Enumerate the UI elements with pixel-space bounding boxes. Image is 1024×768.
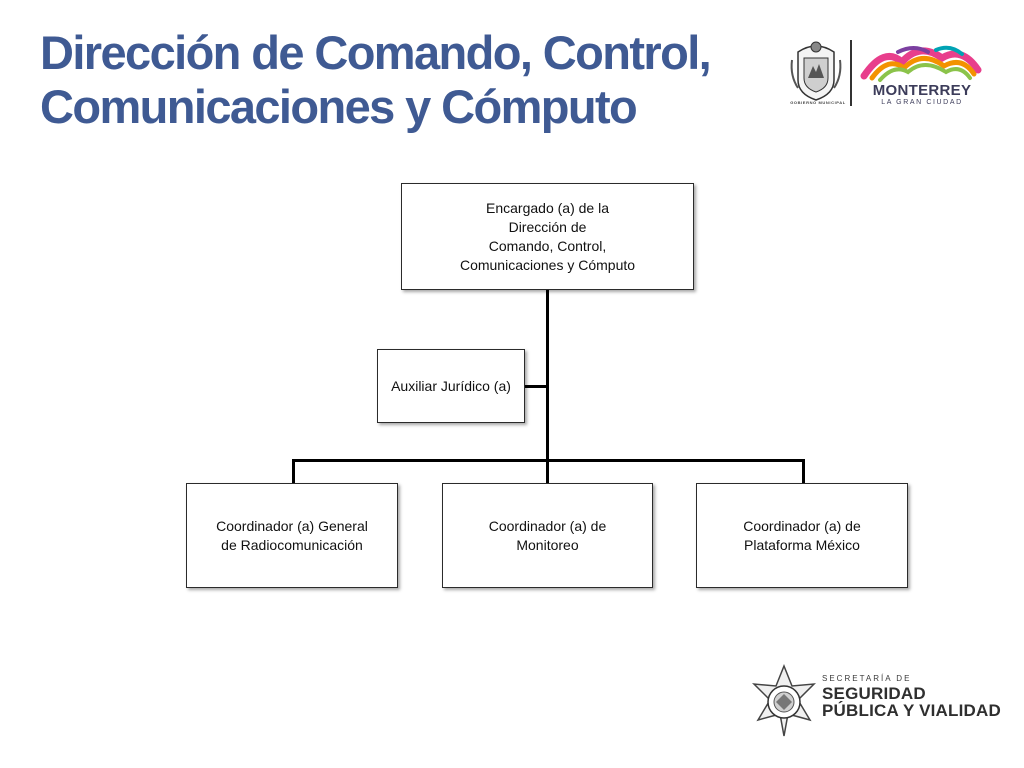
org-box-head: Encargado (a) de la Dirección de Comando… [401, 183, 694, 290]
org-box-head-label: Encargado (a) de la Dirección de Comando… [459, 199, 636, 273]
monterrey-mountains-icon [860, 45, 982, 82]
org-box-radiocomunicacion-label: Coordinador (a) General de Radiocomunica… [216, 517, 368, 553]
municipal-seal-icon [790, 41, 842, 101]
connector-drop-3 [802, 459, 805, 483]
org-box-staff: Auxiliar Jurídico (a) [377, 349, 525, 423]
connector-drop-1 [292, 459, 295, 483]
connector-drop-2 [546, 459, 549, 483]
monterrey-wordmark: MONTERREY [872, 82, 972, 99]
monterrey-tagline: LA GRAN CIUDAD [881, 99, 963, 106]
logo-divider [850, 40, 852, 106]
connector-head-vertical [546, 290, 549, 462]
municipal-seal-caption: GOBIERNO MUNICIPAL [790, 100, 846, 105]
slide-title: Dirección de Comando, Control, Comunicac… [40, 26, 780, 134]
connector-staff [525, 385, 548, 388]
security-logo: SECRETARÍA DE SEGURIDAD PÚBLICA Y VIALID… [748, 664, 1008, 738]
security-logo-small-text: SECRETARÍA DE [822, 674, 912, 683]
org-box-plataforma-mexico: Coordinador (a) de Plataforma México [696, 483, 908, 588]
slide-title-line-2: Comunicaciones y Cómputo [40, 80, 638, 133]
org-box-staff-label: Auxiliar Jurídico (a) [391, 377, 511, 394]
slide-title-line-1: Dirección de Comando, Control, [40, 26, 712, 79]
monterrey-logo: GOBIERNO MUNICIPAL MONTERREY LA GRAN CIU… [788, 38, 988, 110]
security-logo-line-1: SEGURIDAD [822, 684, 926, 703]
security-logo-line-2: PÚBLICA Y VIALIDAD [822, 701, 1001, 720]
org-box-plataforma-mexico-label: Coordinador (a) de Plataforma México [743, 517, 861, 553]
org-box-radiocomunicacion: Coordinador (a) General de Radiocomunica… [186, 483, 398, 588]
org-box-monitoreo: Coordinador (a) de Monitoreo [442, 483, 653, 588]
police-star-badge-icon [752, 664, 816, 737]
org-box-monitoreo-label: Coordinador (a) de Monitoreo [488, 517, 607, 553]
